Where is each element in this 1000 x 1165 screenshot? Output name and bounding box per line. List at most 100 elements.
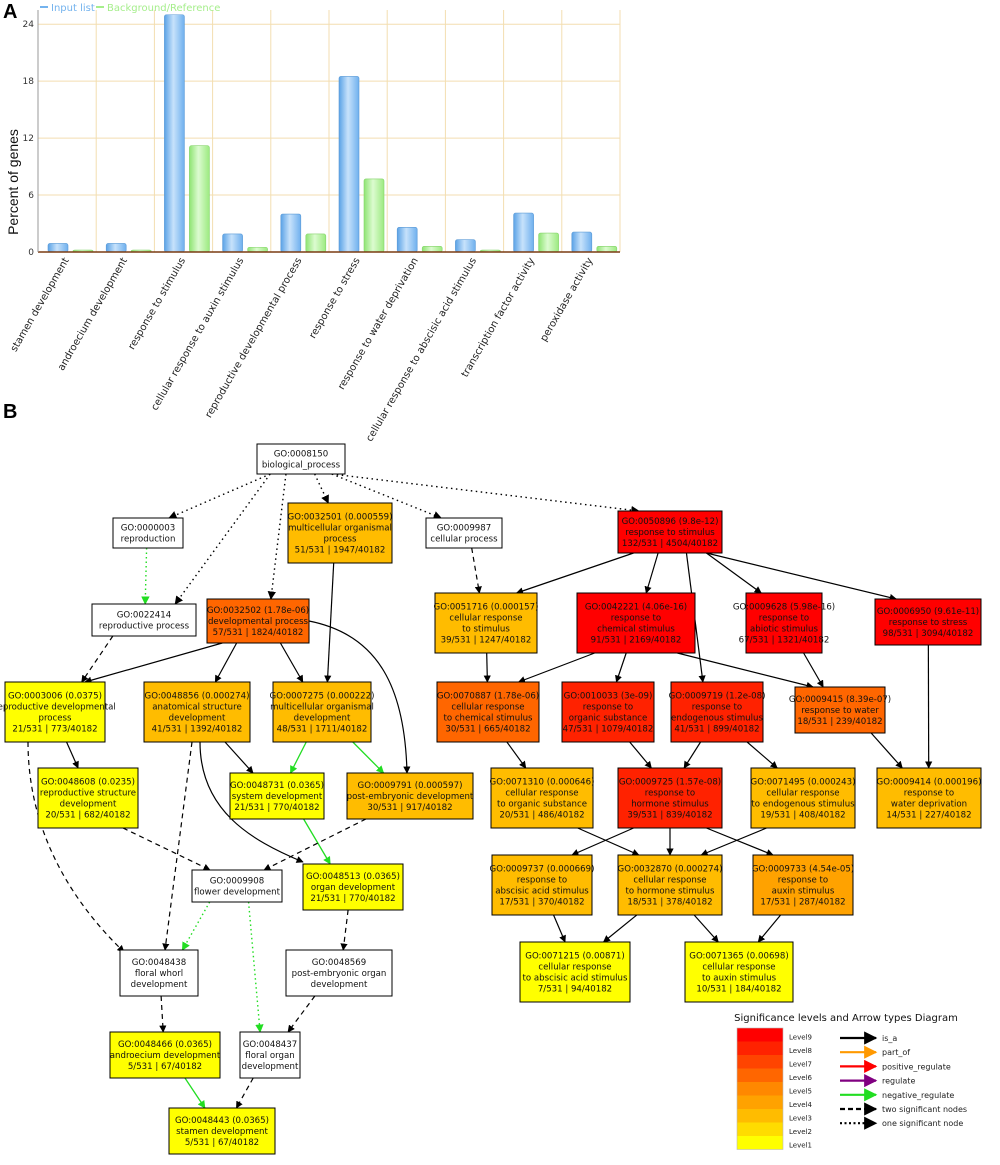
go-node[interactable]: GO:0006950 (9.61e-11)response to stress9… [874, 598, 982, 646]
go-node[interactable]: GO:0048513 (0.0365)organ development21/5… [302, 863, 404, 911]
x-tick-label: reproductive developmental process [203, 256, 304, 420]
edge-is_a [629, 741, 652, 769]
go-node-text: multicellular organismal [288, 524, 392, 534]
x-tick-label: response to stimulus [127, 256, 189, 352]
go-node-text: GO:0009414 (0.000196) [877, 778, 982, 788]
go-node-text: GO:0070887 (1.78e-06) [437, 692, 539, 702]
go-node[interactable]: GO:0071365 (0.00698)cellular responseto … [684, 941, 794, 1003]
edge-is_a [706, 552, 897, 601]
edge-is_a [517, 652, 595, 684]
panel-label-b: B [3, 401, 17, 423]
go-node-text: multicellular organismal [270, 703, 374, 713]
go-node[interactable]: GO:0071495 (0.000243)cellular responseto… [750, 767, 856, 829]
go-node-text: GO:0032502 (1.78e-06) [207, 606, 309, 616]
edge-is_a [214, 642, 238, 683]
go-node[interactable]: GO:0009628 (5.98e-16)response toabiotic … [733, 592, 835, 654]
key-level-label: Level6 [789, 1074, 812, 1082]
edge-neg [303, 818, 331, 865]
go-node[interactable]: GO:0032502 (1.78e-06)developmental proce… [206, 598, 310, 644]
go-node-text: to endogenous stimulus [751, 800, 855, 810]
key-level-swatch [737, 1136, 783, 1150]
go-node[interactable]: GO:0009415 (8.39e-07)response to water18… [789, 686, 891, 734]
go-node-box [561, 681, 655, 743]
go-node-text: response to [778, 876, 828, 886]
go-node-box [229, 772, 325, 820]
go-node-box [617, 854, 723, 916]
go-node-text: reproductive process [99, 622, 190, 632]
key-arrows: is_apart_ofpositive_regulateregulatenega… [840, 1031, 967, 1130]
go-node-box [168, 1107, 276, 1155]
go-node[interactable]: GO:0032501 (0.000559)multicellular organ… [287, 502, 393, 564]
edge-is_a [224, 741, 254, 774]
go-node-text: hormone stimulus [631, 800, 709, 810]
go-node[interactable]: GO:0048608 (0.0235)reproductive structur… [37, 767, 139, 829]
go-node[interactable]: GO:0003006 (0.0375)reproductive developm… [0, 681, 116, 743]
go-node-text: cellular response [449, 614, 522, 624]
go-node[interactable]: GO:0007275 (0.000222)multicellular organ… [270, 681, 375, 743]
go-node-text: cellular process [430, 535, 498, 545]
go-node-text: to abscisic acid stimulus [523, 974, 628, 984]
go-node-text: abscisic acid stimulus [495, 887, 589, 897]
go-node[interactable]: GO:0042221 (4.06e-16)response tochemical… [576, 592, 696, 654]
go-node[interactable]: GO:0032870 (0.000274)cellular responseto… [617, 854, 723, 916]
bar-input-list-2 [164, 14, 185, 253]
edge-is_a [84, 642, 223, 684]
edge-is_a [677, 652, 814, 689]
graph-edges [27, 473, 933, 1109]
go-node-text: response to [904, 789, 954, 799]
go-node-text: organ development [311, 883, 396, 893]
go-node-text: GO:0009628 (5.98e-16) [733, 603, 835, 613]
go-node[interactable]: GO:0071310 (0.000646)cellular responseto… [490, 767, 595, 829]
go-node[interactable]: GO:0009737 (0.000669)response toabscisic… [490, 854, 595, 916]
go-node[interactable]: GO:0048731 (0.0365)system development21/… [229, 772, 325, 820]
go-node-box [434, 592, 538, 654]
go-node[interactable]: GO:0048443 (0.0365)stamen development5/5… [168, 1107, 276, 1155]
chart-axes [37, 10, 620, 253]
go-node[interactable]: GO:0009725 (1.57e-08)response tohormone … [617, 767, 723, 829]
edge-is_a [506, 741, 527, 769]
chart-bars [47, 14, 618, 253]
go-node-text: to auxin stimulus [702, 974, 777, 984]
go-node-text: cellular response [766, 789, 839, 799]
go-node-text: GO:0048569 [312, 958, 366, 968]
go-node-box [37, 767, 139, 829]
go-node[interactable]: GO:0009791 (0.000597)post-embryonic deve… [346, 772, 474, 820]
edge-is_a [683, 741, 702, 769]
key-level-label: Level1 [789, 1142, 812, 1150]
go-node[interactable]: GO:0009719 (1.2e-08)response toendogenou… [669, 681, 766, 743]
key-level-swatch [737, 1068, 783, 1082]
go-node-text: 47/531 | 1079/40182 [563, 725, 654, 735]
bar-input-list-4 [280, 213, 302, 253]
go-node[interactable]: GO:0071215 (0.00871)cellular responseto … [519, 941, 631, 1003]
edge-two [340, 909, 349, 951]
go-node-box [119, 949, 199, 997]
edge-two [287, 995, 316, 1033]
go-node[interactable]: GO:0048856 (0.000274)anatomical structur… [143, 681, 251, 743]
go-node-text: GO:0009908 [210, 877, 264, 887]
go-node-text: GO:0051716 (0.000157) [434, 603, 539, 613]
go-node-text: GO:0042221 (4.06e-16) [585, 603, 687, 613]
go-node-box [490, 767, 594, 829]
go-node-text: GO:0009987 [437, 524, 491, 534]
go-node-text: 30/531 | 665/40182 [445, 725, 530, 735]
go-node-text: GO:0000003 [121, 524, 175, 534]
go-node[interactable]: GO:0051716 (0.000157)cellular responseto… [434, 592, 539, 654]
go-node[interactable]: GO:0070887 (1.78e-06)cellular responseto… [436, 681, 540, 743]
key-arrow-label: one significant node [882, 1119, 963, 1128]
go-node[interactable]: GO:0048466 (0.0365)androecium developmen… [109, 1031, 221, 1079]
go-node-text: development [131, 980, 188, 990]
go-node[interactable]: GO:0050896 (9.8e-12)response to stimulus… [617, 510, 723, 554]
